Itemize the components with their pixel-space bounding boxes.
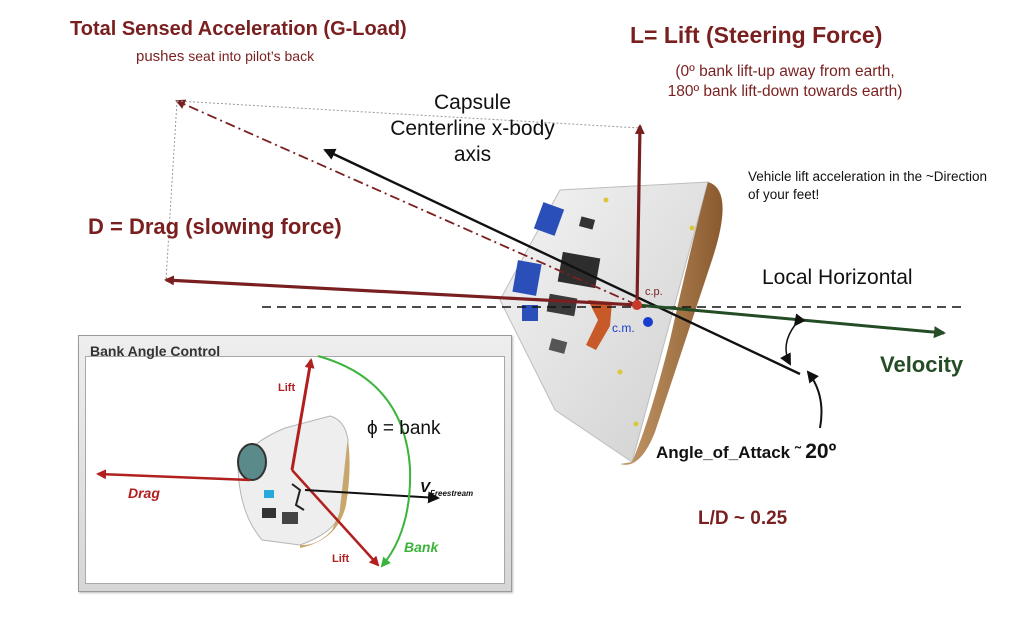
gload-subtitle: pushes seat into pilot’s back (136, 48, 314, 65)
inset-phi-label: ϕ = bank (367, 418, 441, 439)
parallelogram-top (176, 100, 641, 129)
body-axis-arrow (323, 148, 801, 376)
drag-label: D = Drag (slowing force) (88, 214, 342, 239)
parallelogram-left (165, 100, 178, 281)
gload-resultant-line (175, 99, 638, 306)
lift-note-line1: (0º bank lift-up away from earth, (675, 63, 895, 80)
lift-arrow (634, 124, 645, 306)
velocity-label: Velocity (880, 352, 964, 377)
vehicle-lift-note: Vehicle lift acceleration in the ~Direct… (748, 169, 988, 202)
center-of-mass-dot (643, 317, 653, 327)
lift-note-line2: 180º bank lift-down towards earth) (667, 83, 903, 100)
inset-freestream-label: VFreestream (420, 479, 473, 498)
bank-angle-inset (78, 335, 512, 592)
cm-label: c.m. (612, 321, 635, 335)
lift-title: L= Lift (Steering Force) (630, 22, 883, 48)
inset-v-main: V (420, 479, 431, 496)
drag-arrow (164, 275, 638, 307)
inset-v-sub: Freestream (430, 489, 474, 498)
inset-title: Bank Angle Control (90, 343, 221, 359)
gload-title: Total Sensed Acceleration (G-Load) (70, 18, 407, 40)
inset-drag-label: Drag (128, 485, 160, 501)
inset-lift-down-label: Lift (332, 553, 350, 565)
angle-of-attack-label: Angle_of_Attack ˜ 20º (656, 440, 836, 464)
aoa-arc (780, 313, 806, 366)
lift-drag-ratio: L/D ~ 0.25 (698, 508, 788, 529)
inset-capsule (237, 415, 350, 548)
lift-note: (0º bank lift-up away from earth, 180º b… (620, 62, 950, 102)
gload-subtitle-rest: seat into pilot’s back (184, 48, 315, 64)
capsule-illustration (499, 181, 723, 465)
inset-drag-arrow (96, 469, 251, 482)
aoa-approx: ˜ (790, 443, 806, 462)
inset-velocity-arrow (304, 489, 440, 504)
cp-label: c.p. (645, 286, 663, 298)
aoa-text: Angle_of_Attack (656, 443, 791, 462)
aoa-value: 20º (805, 440, 837, 463)
gload-subtitle-verb: pushes (136, 48, 185, 65)
center-of-pressure-dot (632, 300, 642, 310)
inset-bank-arc (317, 355, 412, 568)
aoa-pointer (806, 370, 823, 429)
capsule-axis-label: Capsule Centerline x-body axis (390, 91, 555, 166)
inset-lift-up-arrow (290, 358, 315, 471)
inset-lift-down-arrow (291, 469, 380, 567)
inset-lift-up-label: Lift (278, 382, 296, 394)
inset-bank-label: Bank (404, 539, 439, 555)
local-horizontal-label: Local Horizontal (762, 266, 913, 289)
